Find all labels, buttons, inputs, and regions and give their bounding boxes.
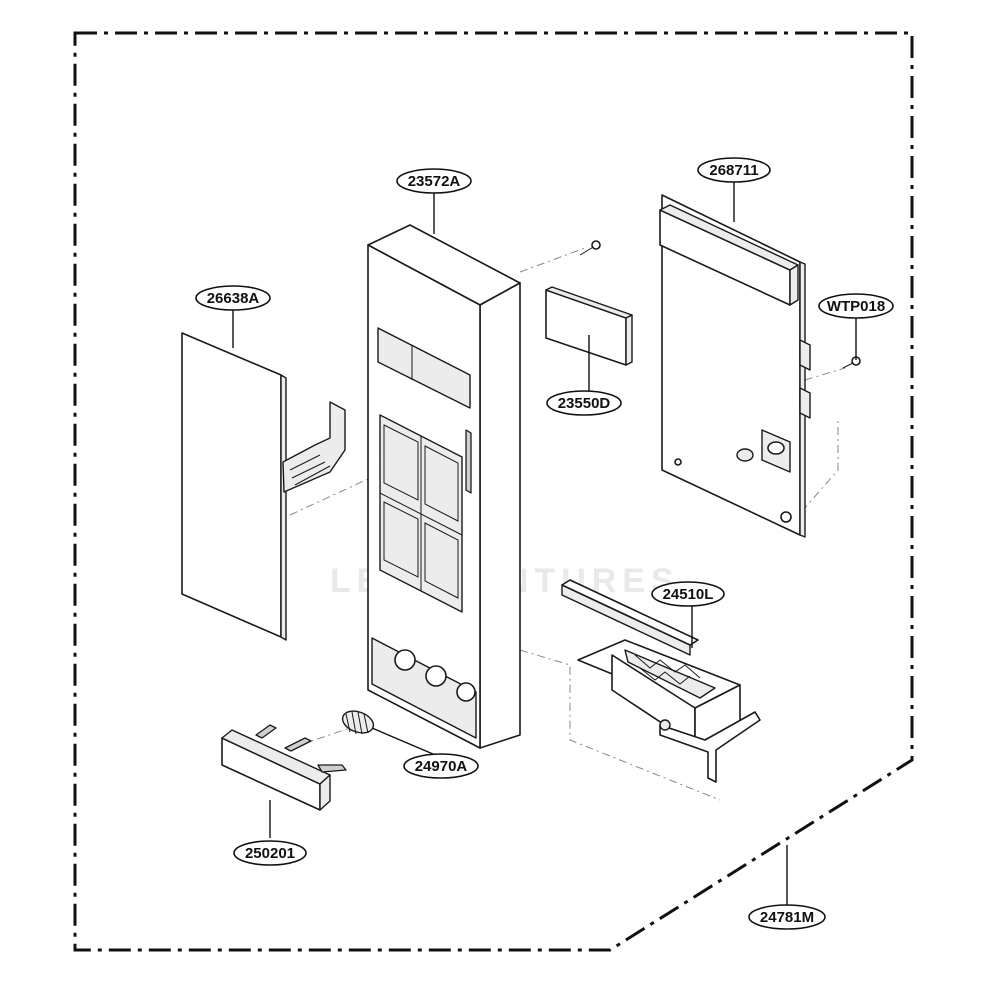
pcb-assembly-part xyxy=(659,194,811,538)
label-24781M: 24781M xyxy=(748,904,826,930)
membrane-switch-part xyxy=(181,332,346,641)
label-24970A-text: 24970A xyxy=(415,758,468,775)
spring-part xyxy=(341,710,375,735)
label-24781M-text: 24781M xyxy=(760,909,814,926)
label-26638A: 26638A xyxy=(195,285,271,311)
front-panel-part xyxy=(367,224,521,749)
screw-part xyxy=(842,356,861,369)
leader-lines xyxy=(232,182,857,905)
door-latch-part xyxy=(561,579,761,783)
label-24970A: 24970A xyxy=(403,753,479,779)
label-WTP018-text: WTP018 xyxy=(827,298,885,315)
assembly-boundary xyxy=(73,31,914,952)
label-23572A: 23572A xyxy=(396,168,472,194)
label-24510L-text: 24510L xyxy=(663,586,714,603)
label-23572A-text: 23572A xyxy=(408,173,461,190)
label-23550D: 23550D xyxy=(546,390,622,416)
label-268711-text: 268711 xyxy=(709,162,758,179)
label-268711: 268711 xyxy=(697,157,771,183)
button-part xyxy=(221,724,347,811)
label-250201: 250201 xyxy=(233,840,307,866)
label-250201-text: 250201 xyxy=(245,845,295,862)
label-26638A-text: 26638A xyxy=(207,290,260,307)
assembly-guides xyxy=(289,247,846,801)
label-WTP018: WTP018 xyxy=(818,293,894,319)
panel-screw xyxy=(579,240,601,256)
label-24510L: 24510L xyxy=(651,581,725,607)
display-window-part xyxy=(545,286,633,366)
label-23550D-text: 23550D xyxy=(558,395,611,412)
